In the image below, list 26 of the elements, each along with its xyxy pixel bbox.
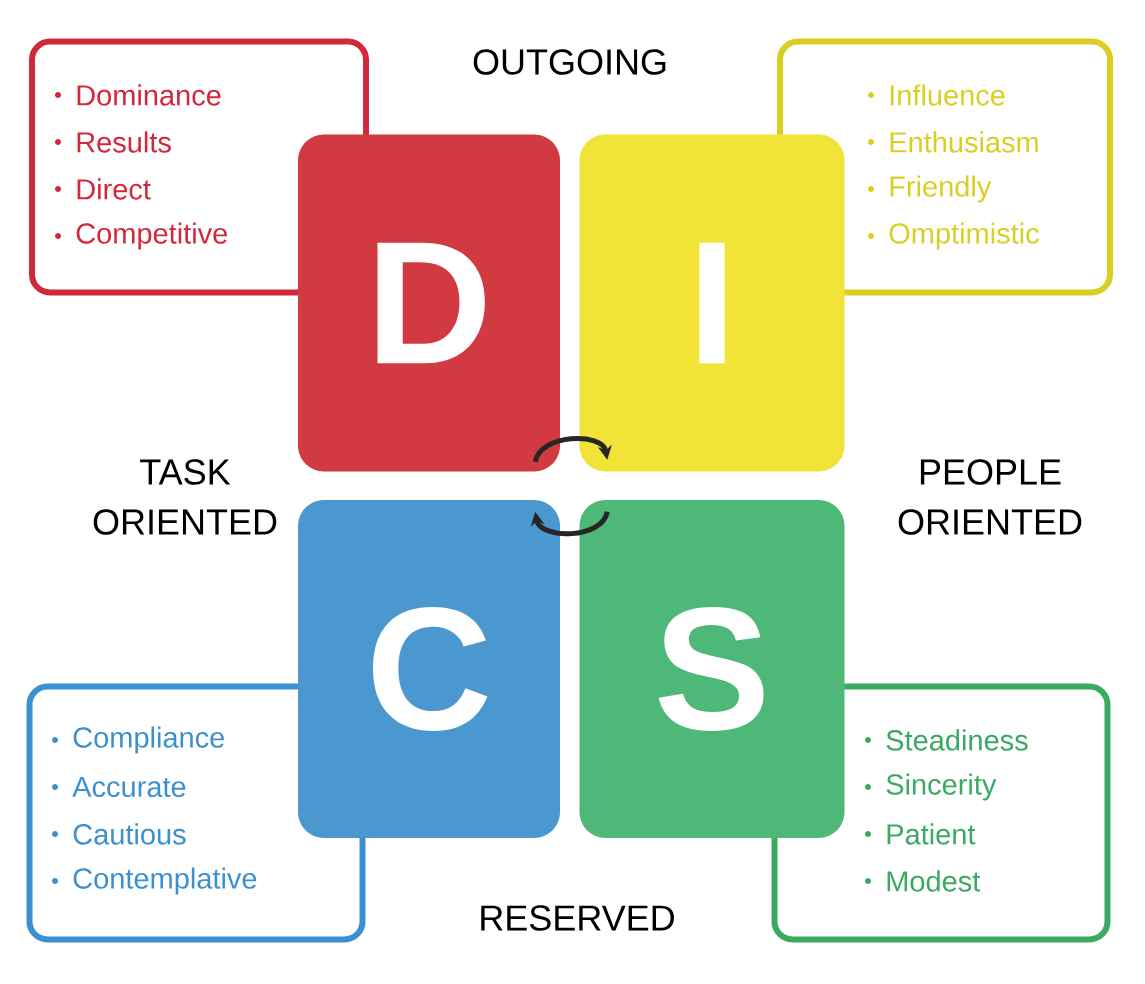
- list-item: Contemplative: [73, 867, 257, 895]
- axis-label: RESERVED: [481, 905, 674, 931]
- list-item: Enthusiasm: [890, 131, 1038, 153]
- list-item: Accurate: [72, 776, 186, 798]
- list-item: Competitive: [76, 222, 227, 250]
- list-item: Dominance: [77, 84, 221, 106]
- letter-square: D: [298, 134, 560, 472]
- list-item: Compliance: [73, 726, 224, 754]
- list-item: Friendly: [890, 175, 992, 203]
- list-item: Patient: [887, 823, 976, 845]
- axis-label: OUTGOING: [473, 49, 666, 75]
- list-item: Cautious: [73, 823, 186, 845]
- letter-square: C: [298, 500, 560, 838]
- axis-label: TASK ORIENTED: [93, 459, 277, 535]
- axis-label: PEOPLE ORIENTED: [898, 459, 1082, 535]
- letter-square: S: [579, 500, 845, 838]
- list-item: Influence: [890, 84, 1005, 106]
- letter-square: I: [579, 134, 845, 472]
- list-item: Steadiness: [886, 729, 1028, 751]
- list-item: Direct: [77, 178, 151, 200]
- list-item: Results: [77, 131, 171, 153]
- curved-arrow: [530, 510, 610, 537]
- list-item: Sincerity: [886, 773, 997, 801]
- list-item: Modest: [887, 870, 981, 892]
- list-item: Omptimistic: [889, 222, 1039, 250]
- curved-arrow: [532, 436, 612, 463]
